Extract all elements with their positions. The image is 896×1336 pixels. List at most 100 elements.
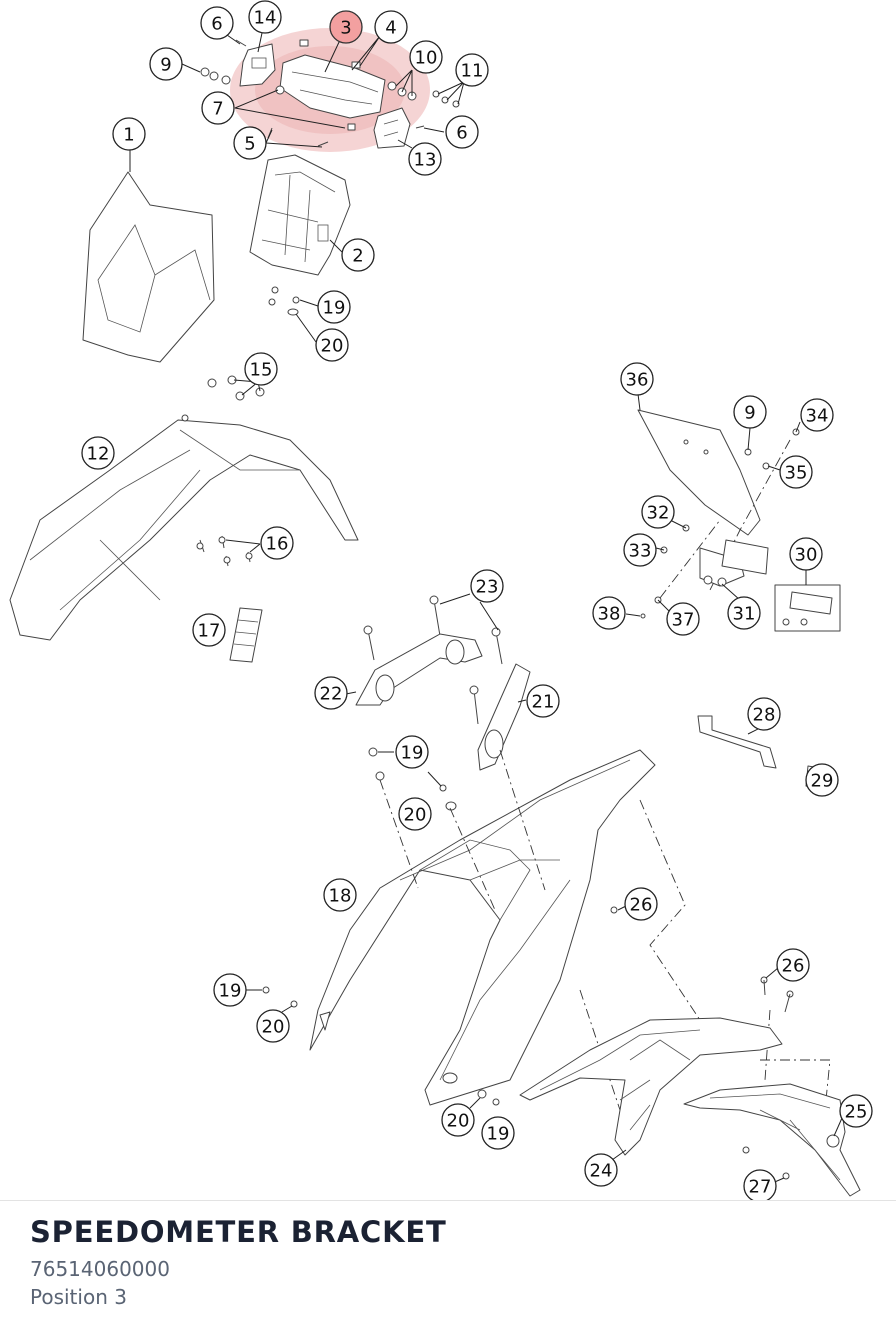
part-36-number-plate-holder[interactable] (637, 393, 761, 536)
callout-4[interactable]: 4 (374, 10, 408, 44)
callout-label: 18 (329, 886, 352, 907)
callout-label: 1 (123, 125, 134, 146)
callout-28[interactable]: 28 (747, 697, 781, 731)
callout-13[interactable]: 13 (408, 142, 442, 176)
leader-lines-top (181, 32, 465, 149)
callout-21[interactable]: 21 (526, 684, 560, 718)
callout-19[interactable]: 19 (395, 735, 429, 769)
callout-20[interactable]: 20 (398, 797, 432, 831)
callout-label: 19 (401, 743, 424, 764)
callout-label: 26 (782, 956, 805, 977)
callout-38[interactable]: 38 (592, 596, 626, 630)
callout-3[interactable]: 3 (329, 10, 363, 44)
callout-circle (256, 1009, 290, 1043)
callout-5[interactable]: 5 (233, 126, 267, 160)
callout-label: 15 (250, 360, 273, 381)
part-22-grab-handle[interactable] (345, 633, 483, 706)
part-3-speedometer-bracket[interactable] (279, 54, 386, 119)
callout-circle (200, 6, 234, 40)
callout-6[interactable]: 6 (445, 115, 479, 149)
callout-26[interactable]: 26 (776, 948, 810, 982)
callout-circle (641, 495, 675, 529)
callout-25[interactable]: 25 (839, 1094, 873, 1128)
callout-18[interactable]: 18 (323, 878, 357, 912)
callout-label: 16 (266, 534, 289, 555)
callout-label: 12 (87, 444, 110, 465)
callout-1[interactable]: 1 (112, 117, 146, 151)
callout-30[interactable]: 30 (789, 537, 823, 571)
callout-14[interactable]: 14 (248, 0, 282, 34)
part-12-front-fender[interactable] (9, 414, 359, 641)
callout-24[interactable]: 24 (584, 1153, 618, 1187)
callout-16[interactable]: 16 (260, 526, 294, 560)
callout-32[interactable]: 32 (641, 495, 675, 529)
callout-20[interactable]: 20 (315, 328, 349, 362)
callout-20[interactable]: 20 (441, 1103, 475, 1137)
part-2-headlight-frame[interactable] (249, 154, 351, 276)
callout-2[interactable]: 2 (341, 238, 375, 272)
callout-circle (470, 569, 504, 603)
callout-circle (409, 40, 443, 74)
callout-37[interactable]: 37 (666, 602, 700, 636)
callout-22[interactable]: 22 (314, 676, 348, 710)
callout-label: 9 (744, 403, 755, 424)
callout-20[interactable]: 20 (256, 1009, 290, 1043)
part-14-bracket-plate[interactable] (239, 43, 276, 87)
callout-31[interactable]: 31 (727, 596, 761, 630)
callout-circle (374, 10, 408, 44)
callout-12[interactable]: 12 (81, 436, 115, 470)
part-21-grab-handle[interactable] (477, 663, 531, 771)
callout-circle (315, 328, 349, 362)
callout-23[interactable]: 23 (470, 569, 504, 603)
callout-label: 19 (323, 298, 346, 319)
callout-circle (592, 596, 626, 630)
part-30-plate-detail[interactable] (774, 568, 841, 632)
callout-7[interactable]: 7 (201, 91, 235, 125)
callout-circle (620, 362, 654, 396)
callout-circle (805, 763, 839, 797)
callout-33[interactable]: 33 (623, 533, 657, 567)
part-31-bracket[interactable] (699, 539, 769, 601)
callout-circle (260, 526, 294, 560)
callout-circle (584, 1153, 618, 1187)
callout-circle (398, 797, 432, 831)
hardware-19-20-mid (244, 747, 627, 1109)
part-1-headlight-mask[interactable] (82, 150, 215, 363)
callout-label: 32 (647, 503, 670, 524)
callout-17[interactable]: 17 (192, 613, 226, 647)
callout-circle (445, 115, 479, 149)
callout-circle (317, 290, 351, 324)
callout-circle (244, 352, 278, 386)
callout-34[interactable]: 34 (800, 398, 834, 432)
part-13-bracket-plate[interactable] (373, 107, 411, 149)
callout-6[interactable]: 6 (200, 6, 234, 40)
callout-label: 30 (795, 545, 818, 566)
callout-26[interactable]: 26 (624, 887, 658, 921)
callout-circle (733, 395, 767, 429)
callout-19[interactable]: 19 (481, 1116, 515, 1150)
part-17-reflector[interactable] (229, 607, 263, 663)
callout-27[interactable]: 27 (743, 1169, 777, 1200)
callout-label: 13 (414, 150, 437, 171)
part-24-subframe[interactable] (519, 1017, 783, 1161)
callout-9[interactable]: 9 (733, 395, 767, 429)
callout-label: 3 (340, 18, 351, 39)
part-18-rear-fender[interactable] (309, 749, 656, 1106)
callout-36[interactable]: 36 (620, 362, 654, 396)
callout-10[interactable]: 10 (409, 40, 443, 74)
callout-circle (779, 455, 813, 489)
part-25-subframe[interactable] (683, 1083, 861, 1197)
callout-19[interactable]: 19 (213, 973, 247, 1007)
callout-label: 23 (476, 577, 499, 598)
callout-29[interactable]: 29 (805, 763, 839, 797)
callout-11[interactable]: 11 (455, 53, 489, 87)
callout-35[interactable]: 35 (779, 455, 813, 489)
callout-15[interactable]: 15 (244, 352, 278, 386)
callout-19[interactable]: 19 (317, 290, 351, 324)
callout-9[interactable]: 9 (149, 47, 183, 81)
callout-label: 22 (320, 684, 343, 705)
callout-circle (248, 0, 282, 34)
callout-circle (455, 53, 489, 87)
callout-circle (192, 613, 226, 647)
